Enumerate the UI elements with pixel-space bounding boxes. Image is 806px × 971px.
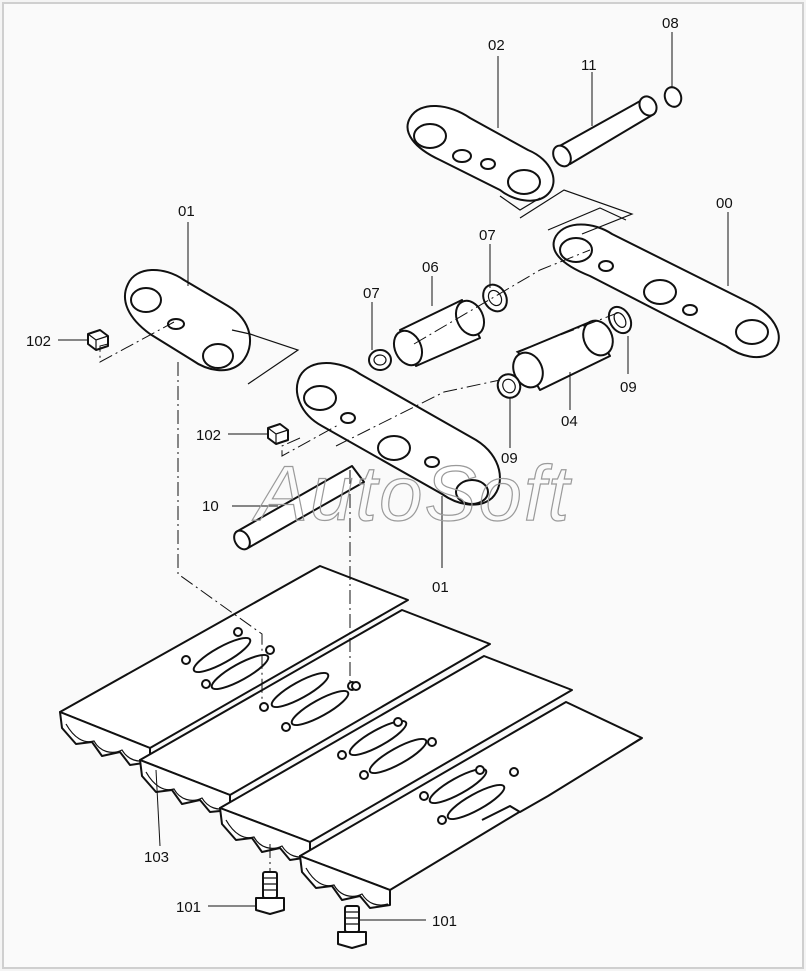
pin-10 xyxy=(233,465,365,551)
label-101-left: 101 xyxy=(176,899,201,916)
label-06: 06 xyxy=(422,259,439,276)
label-02: 02 xyxy=(488,37,505,54)
track-link-00 xyxy=(547,207,780,359)
label-09-center: 09 xyxy=(501,450,518,467)
label-04: 04 xyxy=(561,413,578,430)
label-11: 11 xyxy=(581,57,597,74)
leader-lines xyxy=(58,32,729,921)
nut-102-lower xyxy=(267,423,289,445)
label-01-bottom: 01 xyxy=(432,579,449,596)
label-00: 00 xyxy=(716,195,733,212)
ring-07-upper xyxy=(482,283,508,313)
label-07-upper: 07 xyxy=(479,227,496,244)
center-lines xyxy=(99,189,634,872)
seal-09-right xyxy=(607,305,633,335)
ring-07-lower xyxy=(368,349,392,371)
bushing-04 xyxy=(512,319,614,391)
track-link-01-center xyxy=(296,362,501,506)
bolt-101-right xyxy=(337,905,367,949)
label-09-right: 09 xyxy=(620,379,637,396)
label-01-top: 01 xyxy=(178,203,195,220)
watermark: AutoSoft xyxy=(252,449,573,537)
label-102-upper: 102 xyxy=(26,333,51,350)
track-shoe-4 xyxy=(299,701,643,909)
track-shoe-2 xyxy=(139,609,491,813)
nut-102-upper xyxy=(87,329,109,351)
track-shoes xyxy=(59,565,643,909)
label-08: 08 xyxy=(662,15,679,32)
label-101-right: 101 xyxy=(432,913,457,930)
seal-09-center xyxy=(496,373,522,399)
label-102-lower: 102 xyxy=(196,427,221,444)
track-shoe-3 xyxy=(219,655,573,861)
bolt-101-left xyxy=(255,871,285,915)
track-link-02 xyxy=(406,104,555,211)
track-shoe-1 xyxy=(59,565,409,766)
snap-ring-08 xyxy=(663,86,683,108)
label-10: 10 xyxy=(202,498,219,515)
pin-11 xyxy=(552,95,658,168)
label-103: 103 xyxy=(144,849,169,866)
track-link-01-left xyxy=(124,268,300,385)
label-07-lower: 07 xyxy=(363,285,380,302)
